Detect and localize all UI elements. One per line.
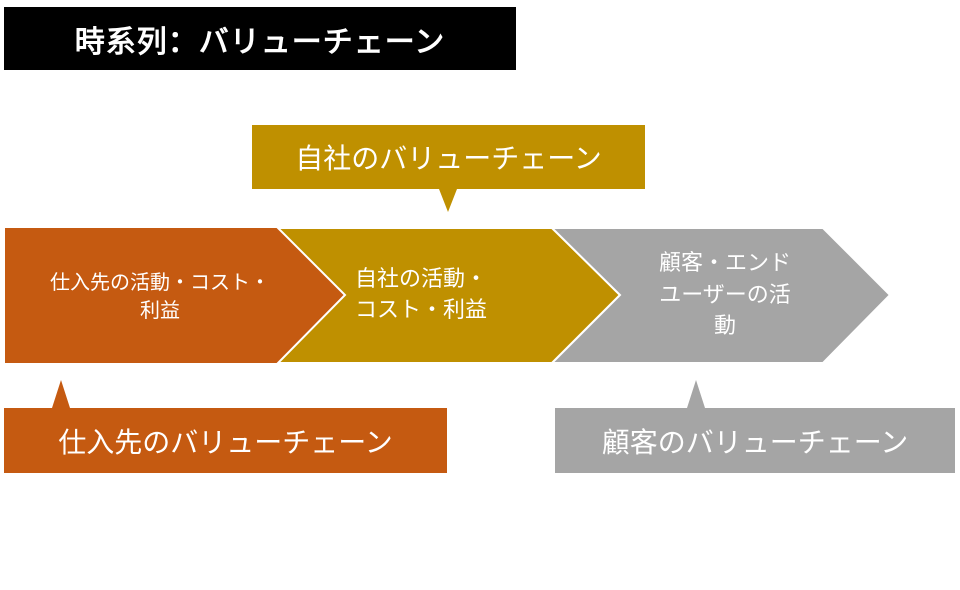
chevron-customer-label: 顧客・エンド ユーザーの活 動 <box>610 228 840 363</box>
chevron-customer-line3: 動 <box>713 314 736 340</box>
chevron-customer-line1: 顧客・エンド <box>658 250 791 276</box>
chevron-customer-line2: ユーザーの活 <box>659 282 791 308</box>
callout-customer-shape <box>555 380 955 473</box>
chevron-company-line1: 自社の活動・ <box>355 266 488 292</box>
callout-supplier-shape <box>4 380 447 473</box>
callout-customer-label: 顧客のバリューチェーン <box>601 425 909 459</box>
slide-title: 時系列：バリューチェーン <box>4 7 516 70</box>
chevron-customer-shape <box>549 227 892 364</box>
chevron-supplier-label: 仕入先の活動・コスト・ 利益 <box>10 228 310 363</box>
chevron-supplier-line2: 利益 <box>140 297 180 322</box>
chevron-company-line2: コスト・利益 <box>355 297 488 323</box>
chevron-supplier-shape <box>5 228 345 363</box>
callout-company-label: 自社のバリューチェーン <box>295 142 602 175</box>
callout-company-shape <box>252 125 645 212</box>
chevron-supplier-line1: 仕入先の活動・コスト・ <box>50 269 270 294</box>
chevron-company-label: 自社の活動・ コスト・利益 <box>335 228 575 363</box>
callout-supplier-label: 仕入先のバリューチェーン <box>58 425 393 459</box>
